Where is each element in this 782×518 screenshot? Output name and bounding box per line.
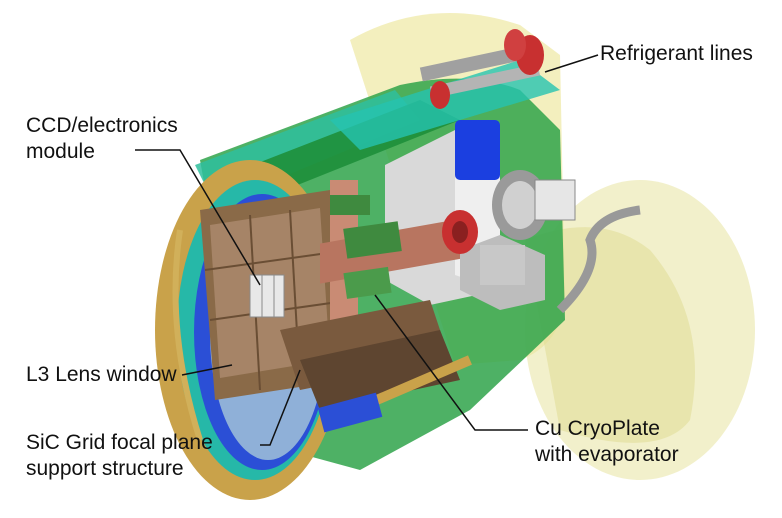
leader-l3 (181, 364, 233, 376)
label-l3-lens-window: L3 Lens window (26, 363, 177, 386)
pcb-boards (330, 195, 402, 299)
refrigerant-lines (419, 29, 641, 314)
label-ccd-line1: CCD/electronics (26, 114, 178, 137)
leader-ccd (135, 149, 261, 286)
pump-assembly (442, 120, 576, 285)
label-ccd-line2: module (26, 140, 95, 163)
ccd-module (249, 274, 285, 318)
label-sic-line2: support structure (26, 457, 184, 480)
label-cu-line2: with evaporator (535, 443, 679, 466)
front-ring-edge (172, 229, 472, 441)
leader-sic (260, 369, 301, 446)
leader-cu (374, 294, 528, 431)
leader-refrigerant (544, 54, 599, 73)
label-sic-line1: SiC Grid focal plane (26, 431, 213, 454)
label-cu-line1: Cu CryoPlate (535, 417, 660, 440)
label-refrigerant-lines: Refrigerant lines (600, 42, 753, 65)
